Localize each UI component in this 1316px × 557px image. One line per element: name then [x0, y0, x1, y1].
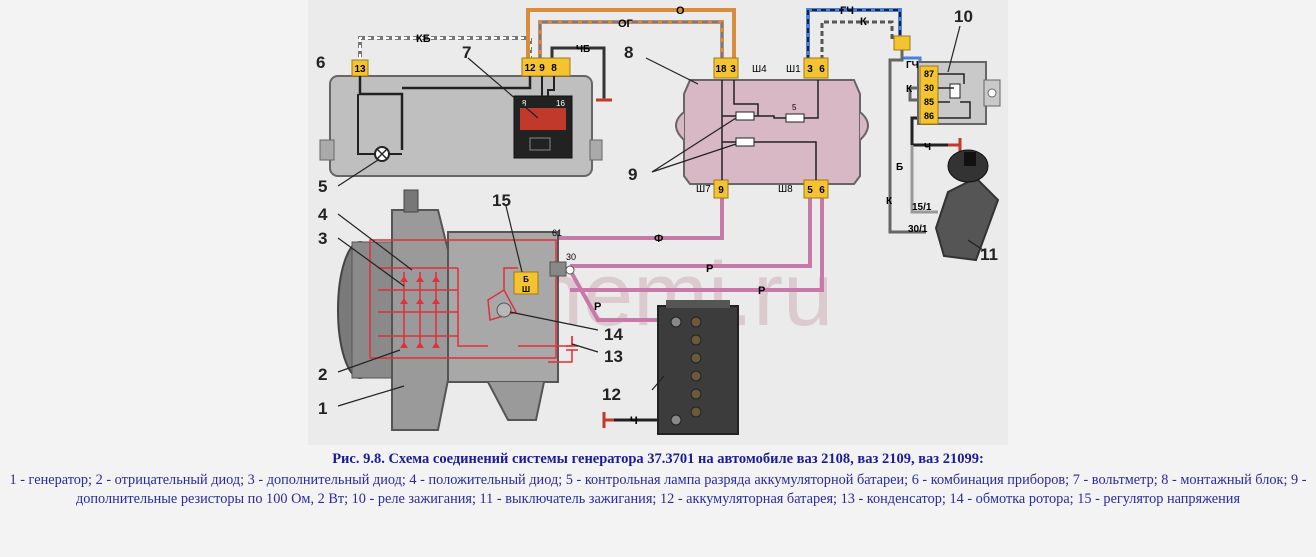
diodes — [400, 276, 440, 348]
callout-7: 7 — [462, 43, 471, 62]
svg-text:30/1: 30/1 — [908, 224, 928, 235]
svg-text:Ч: Ч — [924, 142, 931, 153]
svg-text:30: 30 — [924, 83, 934, 93]
wire-og — [538, 20, 724, 60]
svg-text:ГЧ: ГЧ — [840, 5, 854, 17]
resistor-9a — [735, 111, 755, 121]
wire-f — [520, 195, 724, 240]
voltage-regulator — [513, 271, 539, 295]
callout-8: 8 — [624, 43, 633, 62]
svg-text:61: 61 — [552, 228, 562, 238]
svg-text:К: К — [906, 84, 913, 95]
svg-text:КБ: КБ — [416, 33, 431, 45]
wiring-diagram-svg: 2schemi.ru 13 12 9 8 — [316, 5, 1001, 435]
svg-text:Р: Р — [594, 301, 601, 313]
resistor-5 — [785, 113, 805, 123]
svg-text:Ч: Ч — [630, 415, 638, 427]
wire-r1 — [570, 195, 812, 268]
caption-title: Рис. 9.8. Схема соединений системы генер… — [332, 451, 984, 467]
callout-1: 1 — [318, 399, 327, 418]
svg-text:9: 9 — [539, 63, 545, 74]
resistor-9b — [735, 137, 755, 147]
svg-text:85: 85 — [924, 97, 934, 107]
callout-4: 4 — [318, 205, 328, 224]
svg-text:Ш4: Ш4 — [752, 64, 767, 75]
svg-text:Б: Б — [896, 162, 903, 173]
svg-text:8: 8 — [522, 99, 527, 108]
svg-text:К: К — [886, 196, 893, 207]
svg-text:Ш1: Ш1 — [786, 64, 801, 75]
svg-text:5: 5 — [792, 103, 797, 112]
svg-text:13: 13 — [354, 64, 366, 75]
svg-text:30: 30 — [566, 252, 576, 262]
callout-2: 2 — [318, 365, 327, 384]
wire-o — [526, 8, 736, 60]
callout-14: 14 — [604, 325, 623, 344]
wire-kb — [358, 36, 532, 66]
battery-negative-terminal — [670, 414, 682, 426]
callout-13: 13 — [604, 347, 623, 366]
wire-r2 — [570, 195, 824, 292]
callout-3: 3 — [318, 229, 327, 248]
wire-k-switch — [888, 50, 926, 234]
svg-text:16: 16 — [556, 99, 565, 108]
connector-sh1 — [803, 57, 829, 79]
svg-text:3: 3 — [730, 64, 736, 75]
svg-text:ГЧ: ГЧ — [906, 60, 919, 71]
svg-text:Ш: Ш — [522, 285, 530, 294]
callout-9: 9 — [628, 165, 637, 184]
svg-text:15/1: 15/1 — [912, 202, 932, 213]
wire-kb-stripe — [359, 37, 531, 66]
wiring-diagram: 2schemi.ru 13 12 9 8 — [308, 0, 1008, 445]
connector-12-9-8 — [521, 57, 571, 77]
svg-text:О: О — [676, 5, 685, 17]
svg-text:К: К — [860, 16, 867, 28]
connector-sh4 — [713, 57, 739, 79]
svg-text:ЧБ: ЧБ — [576, 44, 590, 55]
svg-text:Ф: Ф — [654, 233, 663, 245]
svg-text:Р: Р — [706, 263, 713, 275]
connector-sh7 — [713, 179, 729, 199]
wire-k — [820, 20, 894, 60]
wire-chb — [550, 46, 606, 98]
svg-text:Р: Р — [758, 285, 765, 297]
svg-text:3: 3 — [807, 64, 813, 75]
svg-text:87: 87 — [924, 69, 934, 79]
svg-text:9: 9 — [718, 185, 724, 196]
svg-text:86: 86 — [924, 111, 934, 121]
svg-text:Ш8: Ш8 — [778, 184, 793, 195]
callout-15: 15 — [492, 191, 511, 210]
svg-text:8: 8 — [551, 63, 557, 74]
wire-r3 — [568, 269, 670, 322]
svg-text:18: 18 — [715, 64, 727, 75]
capacitor — [548, 336, 578, 363]
callout-11: 11 — [980, 245, 998, 264]
rotor-winding — [496, 302, 512, 318]
fuse-link — [893, 35, 911, 51]
svg-text:5: 5 — [807, 185, 813, 196]
callout-5: 5 — [318, 177, 327, 196]
svg-text:6: 6 — [819, 185, 825, 196]
svg-text:6: 6 — [819, 64, 825, 75]
wire-b-switch — [910, 145, 938, 214]
figure-caption: Рис. 9.8. Схема соединений системы генер… — [0, 447, 1316, 508]
svg-text:12: 12 — [524, 63, 536, 74]
svg-text:Ш7: Ш7 — [696, 184, 711, 195]
svg-text:ОГ: ОГ — [618, 18, 634, 30]
callout-10: 10 — [954, 7, 973, 26]
caption-legend: 1 - генератор; 2 - отрицательный диод; 3… — [9, 472, 1307, 507]
battery-positive-terminal — [670, 316, 682, 328]
mounting-block — [683, 79, 861, 185]
callout-12: 12 — [602, 385, 621, 404]
generator — [337, 189, 559, 431]
callout-6: 6 — [316, 53, 325, 72]
svg-text:Б: Б — [523, 275, 529, 284]
